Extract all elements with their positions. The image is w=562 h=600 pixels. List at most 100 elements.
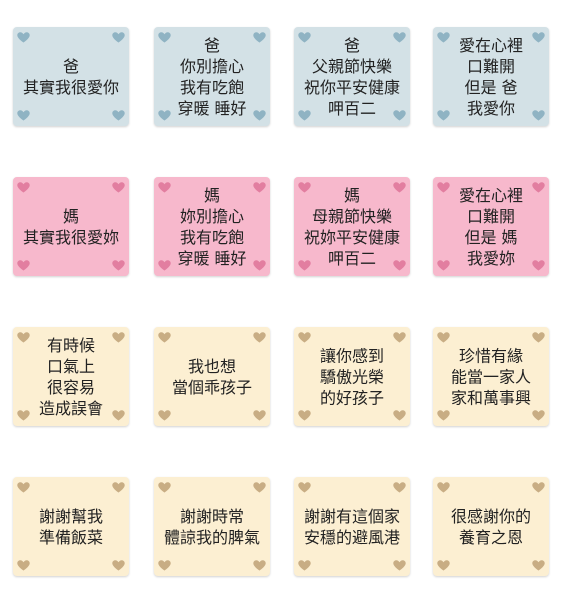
sticker-card[interactable]: 愛在心裡口難開但是 媽我愛妳 — [433, 177, 549, 276]
heart-icon — [298, 482, 311, 493]
heart-icon — [532, 482, 545, 493]
sticker-text-line: 口難開 — [466, 56, 515, 76]
sticker-card[interactable]: 我也想當個乖孩子 — [154, 327, 270, 426]
sticker-text-line: 我有吃飽 — [179, 227, 244, 247]
sticker-text-line: 準備飯菜 — [38, 527, 103, 547]
sticker-text-line: 但是 爸 — [464, 77, 518, 97]
heart-icon — [253, 482, 266, 493]
sticker-card[interactable]: 爸其實我很愛你 — [13, 27, 129, 126]
heart-icon — [253, 332, 266, 343]
heart-icon — [298, 332, 311, 343]
heart-icon — [437, 482, 450, 493]
sticker-text-line: 謝謝有這個家 — [303, 506, 400, 526]
heart-icon — [298, 32, 311, 43]
heart-icon — [393, 182, 406, 193]
sticker-text-line: 母親節快樂 — [311, 206, 392, 226]
heart-icon — [158, 182, 171, 193]
heart-icon — [253, 410, 266, 421]
heart-icon — [298, 260, 311, 271]
heart-icon — [112, 410, 125, 421]
heart-icon — [158, 560, 171, 571]
sticker-text: 愛在心裡口難開但是 爸我愛你 — [433, 35, 549, 119]
heart-icon — [17, 482, 30, 493]
heart-icon — [393, 410, 406, 421]
sticker-card[interactable]: 媽其實我很愛妳 — [13, 177, 129, 276]
sticker-text-line: 妳別擔心 — [179, 206, 244, 226]
sticker-text-line: 祝妳平安健康 — [303, 227, 400, 247]
heart-icon — [253, 260, 266, 271]
heart-icon — [17, 110, 30, 121]
heart-icon — [158, 260, 171, 271]
heart-icon — [158, 332, 171, 343]
sticker-text: 謝謝時常體諒我的脾氣 — [154, 506, 270, 548]
sticker-text-line: 很容易 — [46, 377, 95, 397]
sticker-text-line: 能當一家人 — [450, 367, 531, 386]
sticker-card[interactable]: 爸你別擔心我有吃飽穿暖 睡好 — [154, 27, 270, 126]
heart-icon — [253, 560, 266, 571]
heart-icon — [532, 260, 545, 271]
sticker-row-2: 媽其實我很愛妳媽妳別擔心我有吃飽穿暖 睡好媽母親節快樂祝妳平安健康呷百二愛在心裡… — [13, 177, 549, 276]
heart-icon — [158, 110, 171, 121]
heart-icon — [17, 32, 30, 43]
heart-icon — [532, 182, 545, 193]
sticker-text: 謝謝幫我準備飯菜 — [13, 506, 129, 548]
heart-icon — [437, 182, 450, 193]
sticker-row-4: 謝謝幫我準備飯菜謝謝時常體諒我的脾氣謝謝有這個家安穩的避風港很感謝你的養育之恩 — [13, 477, 549, 576]
heart-icon — [393, 482, 406, 493]
sticker-text-line: 當個乖孩子 — [171, 377, 252, 397]
sticker-text: 有時候口氣上很容易造成誤會 — [13, 335, 129, 419]
sticker-text-line: 口難開 — [466, 206, 515, 226]
heart-icon — [112, 110, 125, 121]
heart-icon — [17, 410, 30, 421]
sticker-text-line: 很感謝你的 — [450, 506, 531, 526]
heart-icon — [298, 560, 311, 571]
heart-icon — [393, 110, 406, 121]
heart-icon — [298, 182, 311, 193]
sticker-text: 很感謝你的養育之恩 — [433, 506, 549, 548]
sticker-grid: 爸其實我很愛你爸你別擔心我有吃飽穿暖 睡好爸父親節快樂祝你平安健康呷百二愛在心裡… — [13, 27, 549, 577]
sticker-card[interactable]: 爸父親節快樂祝你平安健康呷百二 — [294, 27, 410, 126]
heart-icon — [17, 182, 30, 193]
heart-icon — [437, 260, 450, 271]
heart-icon — [158, 32, 171, 43]
sticker-text-line: 口氣上 — [46, 356, 95, 376]
heart-icon — [112, 32, 125, 43]
sticker-text-line: 珍惜有緣 — [458, 346, 523, 365]
sticker-text-line: 謝謝時常 — [179, 506, 244, 526]
sticker-card[interactable]: 愛在心裡口難開但是 爸我愛你 — [433, 27, 549, 126]
sticker-text-line: 讓你感到 — [319, 346, 384, 365]
sticker-card[interactable]: 謝謝有這個家安穩的避風港 — [294, 477, 410, 576]
sticker-card[interactable]: 謝謝幫我準備飯菜 — [13, 477, 129, 576]
sticker-text-line: 的好孩子 — [319, 388, 384, 407]
sticker-text-line: 驕傲光榮 — [319, 367, 384, 386]
heart-icon — [298, 110, 311, 121]
sticker-card[interactable]: 珍惜有緣能當一家人家和萬事興 — [433, 327, 549, 426]
sticker-card[interactable]: 媽母親節快樂祝妳平安健康呷百二 — [294, 177, 410, 276]
sticker-card[interactable]: 有時候口氣上很容易造成誤會 — [13, 327, 129, 426]
heart-icon — [437, 332, 450, 343]
sticker-text-line: 其實我很愛你 — [22, 77, 119, 97]
sticker-text-line: 我有吃飽 — [179, 77, 244, 97]
sticker-row-3: 有時候口氣上很容易造成誤會我也想當個乖孩子讓你感到驕傲光榮的好孩子珍惜有緣能當一… — [13, 327, 549, 426]
sticker-card[interactable]: 媽妳別擔心我有吃飽穿暖 睡好 — [154, 177, 270, 276]
heart-icon — [112, 560, 125, 571]
heart-icon — [532, 110, 545, 121]
heart-icon — [158, 482, 171, 493]
heart-icon — [253, 110, 266, 121]
sticker-text-line: 家和萬事興 — [450, 388, 531, 407]
sticker-card[interactable]: 讓你感到驕傲光榮的好孩子 — [294, 327, 410, 426]
sticker-text-line: 爸 — [62, 56, 79, 76]
heart-icon — [112, 260, 125, 271]
heart-icon — [393, 332, 406, 343]
sticker-text: 我也想當個乖孩子 — [154, 356, 270, 398]
sticker-card[interactable]: 謝謝時常體諒我的脾氣 — [154, 477, 270, 576]
sticker-text-line: 但是 媽 — [464, 227, 518, 247]
sticker-text: 媽母親節快樂祝妳平安健康呷百二 — [294, 185, 410, 269]
sticker-text-line: 我也想 — [187, 356, 236, 376]
heart-icon — [17, 560, 30, 571]
heart-icon — [532, 410, 545, 421]
heart-icon — [532, 560, 545, 571]
sticker-text-line: 安穩的避風港 — [303, 527, 400, 547]
sticker-text-line: 其實我很愛妳 — [22, 227, 119, 247]
sticker-card[interactable]: 很感謝你的養育之恩 — [433, 477, 549, 576]
